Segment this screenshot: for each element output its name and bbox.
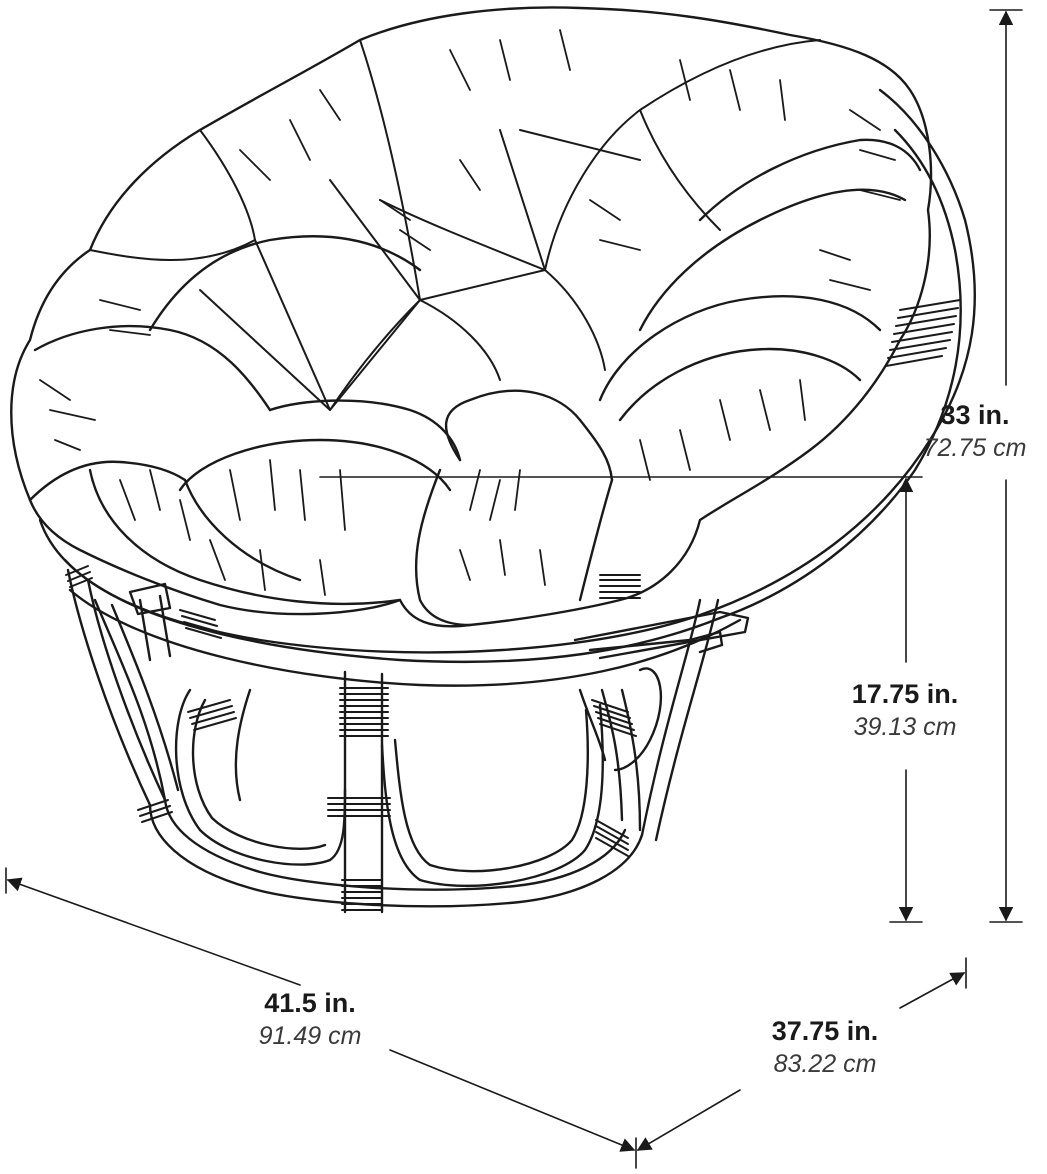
overall-height-imperial: 33 in. (940, 400, 1010, 430)
depth-metric: 83.22 cm (773, 1050, 877, 1078)
overall-height-metric: 72.75 cm (923, 434, 1027, 462)
cushion-tuft-seams (89, 39, 821, 411)
seat-height-metric: 39.13 cm (853, 713, 957, 741)
seat-height-imperial: 17.75 in. (851, 679, 959, 709)
cushion-tie-straps (128, 582, 750, 662)
rattan-base (65, 565, 720, 914)
seat-height-label: 17.75 in. 39.13 cm (820, 677, 990, 743)
rattan-wrap-bands (65, 565, 641, 911)
cushion-wrinkles (39, 29, 901, 596)
depth-imperial: 37.75 in. (771, 1016, 879, 1046)
bowl-rim (38, 88, 977, 687)
width-imperial: 41.5 in. (264, 988, 356, 1018)
width-metric: 91.49 cm (258, 1022, 362, 1050)
overall-height-label: 33 in. 72.75 cm (905, 398, 1045, 464)
dimension-lines (5, 9, 1023, 1169)
depth-label: 37.75 in. 83.22 cm (740, 1014, 910, 1080)
tufted-cushion (10, 6, 933, 628)
width-label: 41.5 in. 91.49 cm (225, 986, 395, 1052)
